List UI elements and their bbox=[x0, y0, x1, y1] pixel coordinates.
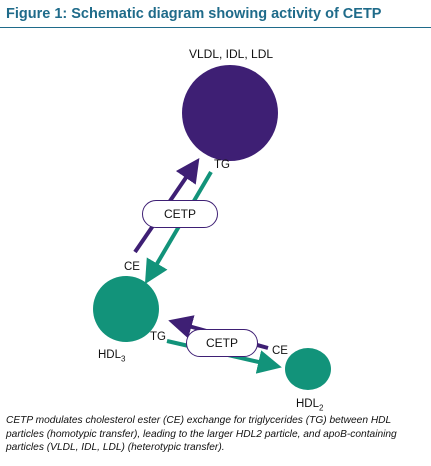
hdl3-label-sub: 3 bbox=[121, 354, 126, 364]
figure-title: Figure 1: Schematic diagram showing acti… bbox=[6, 6, 382, 22]
figure-caption: CETP modulates cholesterol ester (CE) ex… bbox=[6, 415, 397, 453]
vldl-label: VLDL, IDL, LDL bbox=[189, 47, 274, 61]
ce-label-top: CE bbox=[124, 261, 140, 273]
hdl2-label-main: HDL bbox=[296, 398, 320, 410]
hdl3-label: HDL3 bbox=[98, 349, 125, 363]
cetp-top-pill: CETP bbox=[142, 200, 218, 228]
hdl2-label: HDL2 bbox=[296, 398, 323, 412]
tg-label-top: TG bbox=[214, 159, 230, 171]
tg-label-bottom: TG bbox=[150, 331, 166, 343]
hdl2-label-sub: 2 bbox=[319, 403, 324, 413]
hdl2-particle bbox=[285, 348, 331, 390]
ce-label-bottom: CE bbox=[272, 345, 288, 357]
hdl3-particle bbox=[93, 276, 159, 342]
title-divider bbox=[0, 27, 431, 28]
vldl-particle bbox=[182, 65, 278, 161]
cetp-bottom-pill: CETP bbox=[186, 329, 258, 357]
hdl3-label-main: HDL bbox=[98, 349, 122, 361]
